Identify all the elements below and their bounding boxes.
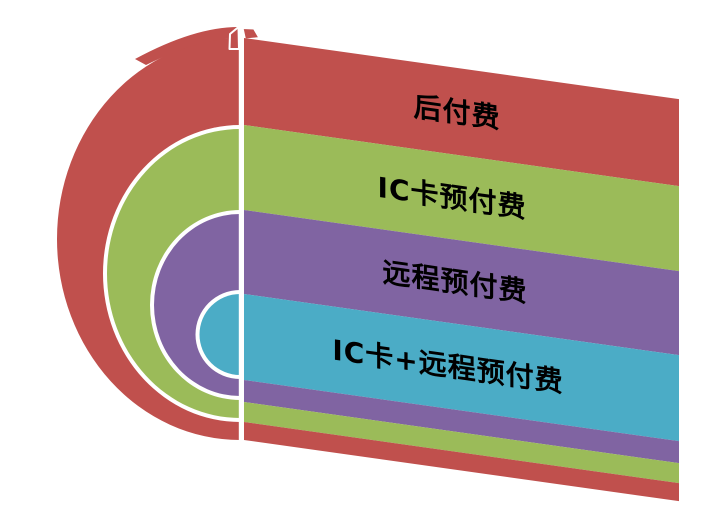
return-strip-postpaid [244, 422, 679, 502]
return-strip-ic-card-prepaid [244, 402, 679, 484]
top-3d-lip-group [135, 26, 241, 65]
ring-remote-prepaid [154, 214, 240, 396]
return-strip-remote-prepaid [244, 380, 679, 464]
band-stack-group: 后付费 IC卡预付费 远程预付费 IC卡+远程预付费 [244, 38, 679, 502]
top-crescent [135, 26, 241, 65]
band-ic-card-prepaid [244, 125, 679, 272]
ring-ic-card-prepaid [107, 129, 241, 418]
nub-top-face [241, 27, 261, 41]
ring-postpaid [57, 38, 240, 440]
band-postpaid [244, 38, 679, 187]
left-rings-group [57, 38, 241, 440]
halfdisc-ic-remote-prepaid [199, 294, 240, 375]
band-ic-remote-prepaid [244, 294, 679, 442]
band-remote-prepaid [244, 210, 679, 356]
nub-left-face [228, 26, 240, 50]
vertical-divider [238, 27, 244, 443]
